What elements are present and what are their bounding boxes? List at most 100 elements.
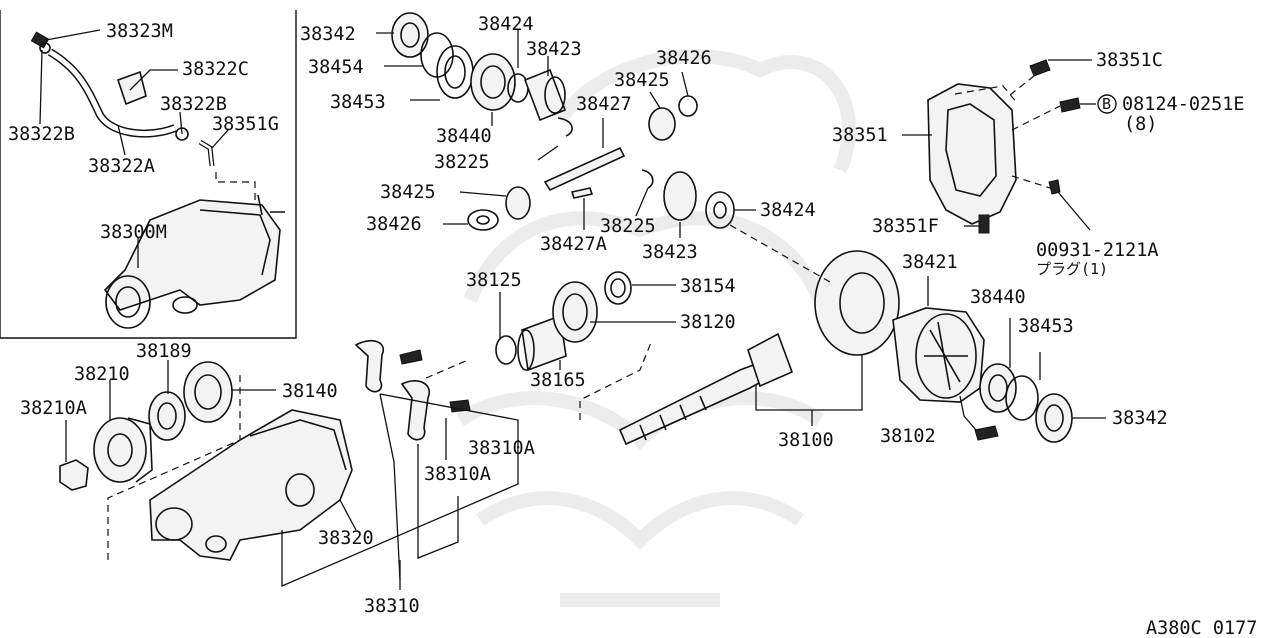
label-38423-mid: 38423: [642, 242, 698, 263]
label-38322B-top: 38322B: [160, 94, 227, 115]
cover-bolt: [1059, 97, 1081, 113]
diagram-code: A380C 0177: [1146, 618, 1257, 638]
pinion-mate-38425-mid: [505, 186, 531, 220]
label-38165: 38165: [530, 370, 586, 391]
snap-ring-38225-mid: [641, 169, 654, 189]
label-38310A-bot: 38310A: [424, 464, 491, 485]
label-38351: 38351: [832, 125, 888, 146]
label-38189: 38189: [136, 341, 192, 362]
washer-38453-right: [1005, 375, 1039, 421]
label-38210A: 38210A: [20, 398, 87, 419]
front-bearing-38140: [183, 361, 233, 423]
drive-pinion-head: [747, 332, 794, 388]
pinion-shaft-38427: [543, 146, 626, 192]
side-gear-38423-mid: [663, 171, 697, 221]
label-38323M: 38323M: [106, 21, 173, 42]
thrust-washer-38426-mid: [467, 209, 499, 231]
watermark-emblem: [456, 49, 856, 607]
label-38453-top: 38453: [330, 92, 386, 113]
label-38125: 38125: [466, 270, 522, 291]
label-38440-top: 38440: [436, 126, 492, 147]
label-38320: 38320: [318, 528, 374, 549]
label-38310: 38310: [364, 596, 420, 617]
label-38140: 38140: [282, 381, 338, 402]
label-38425-mid: 38425: [380, 182, 436, 203]
label-38454: 38454: [308, 57, 364, 78]
label-38421: 38421: [902, 252, 958, 273]
filler-plug-38351F: [978, 214, 990, 234]
bearing-38440-top: [470, 53, 516, 111]
bearing-38440-right: [979, 363, 1017, 413]
label-38322B-left: 38322B: [8, 124, 75, 145]
mount-member-38310A-lower: [400, 380, 431, 441]
label-00931-2121A: 00931-2121A: [1036, 240, 1159, 261]
label-38322C: 38322C: [182, 59, 249, 80]
label-38424-mid: 38424: [760, 200, 816, 221]
drain-plug: [1048, 179, 1061, 195]
label-38440-right: 38440: [970, 287, 1026, 308]
companion-flange-38210: [93, 417, 147, 483]
diff-case-group: [892, 307, 1073, 443]
pinion-nut-38210A: [59, 459, 89, 491]
label-38424-top: 38424: [478, 14, 534, 35]
pinion-bearing-38120: [552, 281, 598, 343]
leader-lines: [39, 29, 1106, 590]
rear-cover-group: [927, 59, 1081, 234]
label-plug-note: プラグ(1): [1036, 260, 1108, 278]
label-38453-right: 38453: [1018, 316, 1074, 337]
label-38102: 38102: [880, 426, 936, 447]
label-38351G: 38351G: [212, 114, 279, 135]
ring-gear-bolt-38102: [974, 425, 999, 441]
label-38426-mid: 38426: [366, 214, 422, 235]
mount-bolt-upper: [399, 349, 423, 365]
label-38154: 38154: [680, 276, 736, 297]
mount-member-38310A-upper: [354, 339, 385, 393]
bolt-circle-badge: [1097, 94, 1117, 114]
breather-connector: [199, 140, 214, 167]
label-38351F: 38351F: [872, 216, 939, 237]
part-labels: 38323M 38322C 38322B 38351G 38322B 38322…: [8, 14, 1257, 638]
gear-carrier-housing: [149, 409, 353, 561]
pinion-mate-38425-top: [648, 107, 676, 141]
label-38423-top: 38423: [526, 39, 582, 60]
washer-38453-top: [436, 45, 474, 99]
label-38351C: 38351C: [1096, 50, 1163, 71]
label-bolt-qty: (8): [1124, 114, 1157, 135]
front-flange-group: [59, 361, 241, 560]
bearing-race-38154: [604, 271, 632, 305]
bearing-38342-right: [1035, 393, 1073, 443]
label-38427A: 38427A: [540, 234, 607, 255]
label-38310A-top: 38310A: [468, 438, 535, 459]
label-38425-top: 38425: [614, 70, 670, 91]
thrust-washer-38426-top: [678, 95, 698, 117]
label-38225-top: 38225: [434, 152, 490, 173]
stud-38351C: [1029, 59, 1051, 77]
breather-hose: [48, 49, 176, 137]
oil-seal-38189: [148, 391, 186, 441]
bolt-circle-letter: B: [1102, 95, 1111, 113]
label-38300M: 38300M: [100, 222, 167, 243]
label-38427: 38427: [576, 94, 632, 115]
label-38100: 38100: [778, 430, 834, 451]
label-38342-right: 38342: [1112, 408, 1168, 429]
rear-cover-38351: [927, 83, 1017, 225]
label-38426-top: 38426: [656, 48, 712, 69]
drive-pinion-bearings: [495, 271, 653, 420]
mount-bolt-lower: [449, 399, 471, 413]
top-gear-group: [391, 12, 735, 231]
label-38322A: 38322A: [88, 156, 155, 177]
bearing-38342-top: [391, 12, 429, 58]
label-38210: 38210: [74, 364, 130, 385]
gear-carrier-38320: [149, 409, 353, 561]
diff-carrier-assy-small: [103, 199, 281, 311]
label-38342-top: 38342: [300, 24, 356, 45]
snap-ring-38225-top: [557, 117, 573, 137]
ring-gear-38100: [814, 250, 900, 356]
carrier-flange-small: [105, 275, 151, 329]
drive-pinion-gear-38100: [618, 224, 900, 446]
lock-pin-38427A: [570, 187, 594, 199]
snap-ring-38125: [495, 335, 517, 365]
inset-frame: [0, 10, 297, 339]
